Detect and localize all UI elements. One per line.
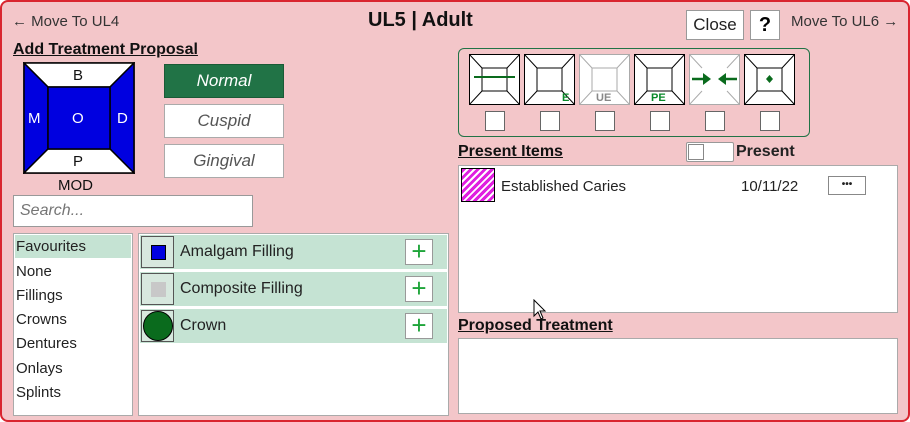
crown-circle-icon [141, 310, 174, 342]
tooth-surface-diagram [23, 62, 135, 174]
root-filled-checkbox[interactable] [485, 111, 505, 131]
treatment-row-crown[interactable]: Crown + [140, 309, 447, 343]
present-item-label: Established Caries [501, 178, 627, 195]
close-button[interactable]: Close [686, 10, 744, 40]
search-input[interactable] [13, 195, 253, 227]
surface-label-p: P [73, 153, 84, 170]
present-item-row[interactable]: Established Caries 10/11/22 ••• [460, 167, 896, 203]
move-to-next-link[interactable]: Move To UL6 → [791, 13, 899, 30]
caries-icon [461, 168, 495, 202]
erupted-text: E [562, 92, 569, 104]
erupted-icon[interactable]: E [524, 54, 575, 105]
implant-checkbox[interactable] [760, 111, 780, 131]
dialog-title: UL5 | Adult [368, 9, 473, 31]
gingival-button[interactable]: Gingival [164, 144, 284, 178]
composite-square-icon [141, 273, 174, 305]
surface-label-o: O [72, 110, 84, 127]
category-crowns[interactable]: Crowns [16, 311, 67, 328]
treatment-label: Composite Filling [180, 280, 303, 297]
partially-erupted-icon[interactable]: PE [634, 54, 685, 105]
surface-label-m: M [28, 110, 41, 127]
category-dentures[interactable]: Dentures [16, 335, 77, 352]
surface-label-b: B [73, 67, 84, 84]
tooth-status-panel: E UE PE [458, 48, 810, 137]
present-item-date: 10/11/22 [741, 178, 799, 195]
treatment-row-amalgam[interactable]: Amalgam Filling + [140, 235, 447, 269]
present-items-list: Established Caries 10/11/22 ••• [458, 165, 898, 313]
erupted-checkbox[interactable] [540, 111, 560, 131]
present-toggle-label: Present [736, 143, 795, 160]
help-button[interactable]: ? [750, 10, 780, 40]
present-items-title: Present Items [458, 143, 563, 160]
root-filled-icon[interactable] [469, 54, 520, 105]
treatment-label: Crown [180, 317, 227, 334]
space-closed-icon[interactable] [689, 54, 740, 105]
move-to-prev-link[interactable]: ← Move To UL4 [12, 13, 120, 30]
category-favourites[interactable]: Favourites [16, 238, 87, 255]
surface-o[interactable] [47, 86, 111, 150]
toggle-knob [688, 144, 704, 160]
category-splints[interactable]: Splints [16, 384, 62, 401]
category-list: Favourites None Fillings Crowns Dentures… [13, 233, 133, 416]
selected-surfaces-label: MOD [58, 177, 93, 194]
category-none[interactable]: None [16, 263, 52, 280]
treatment-label: Amalgam Filling [180, 243, 294, 260]
partially-erupted-text: PE [651, 92, 666, 104]
implant-icon[interactable] [744, 54, 795, 105]
unerupted-checkbox[interactable] [595, 111, 615, 131]
category-selected-highlight [15, 235, 131, 258]
category-onlays[interactable]: Onlays [16, 360, 63, 377]
treatment-row-composite[interactable]: Composite Filling + [140, 272, 447, 306]
normal-button[interactable]: Normal [164, 64, 284, 98]
proposed-treatment-title: Proposed Treatment [458, 317, 613, 334]
unerupted-text: UE [596, 92, 611, 104]
unerupted-icon[interactable]: UE [579, 54, 630, 105]
proposed-treatment-list [458, 338, 898, 414]
surface-label-d: D [117, 110, 128, 127]
cuspid-button[interactable]: Cuspid [164, 104, 284, 138]
amalgam-square-icon [141, 236, 174, 268]
mouse-cursor-icon [533, 299, 547, 320]
add-composite-button[interactable]: + [405, 275, 433, 302]
add-amalgam-button[interactable]: + [405, 238, 433, 265]
space-closed-checkbox[interactable] [705, 111, 725, 131]
category-fillings[interactable]: Fillings [16, 287, 63, 304]
present-toggle[interactable] [686, 142, 734, 162]
partially-erupted-checkbox[interactable] [650, 111, 670, 131]
treatment-list: Amalgam Filling + Composite Filling + Cr… [138, 233, 449, 416]
present-item-menu-button[interactable]: ••• [828, 176, 866, 195]
add-crown-button[interactable]: + [405, 312, 433, 339]
add-treatment-proposal-title: Add Treatment Proposal [13, 41, 198, 58]
